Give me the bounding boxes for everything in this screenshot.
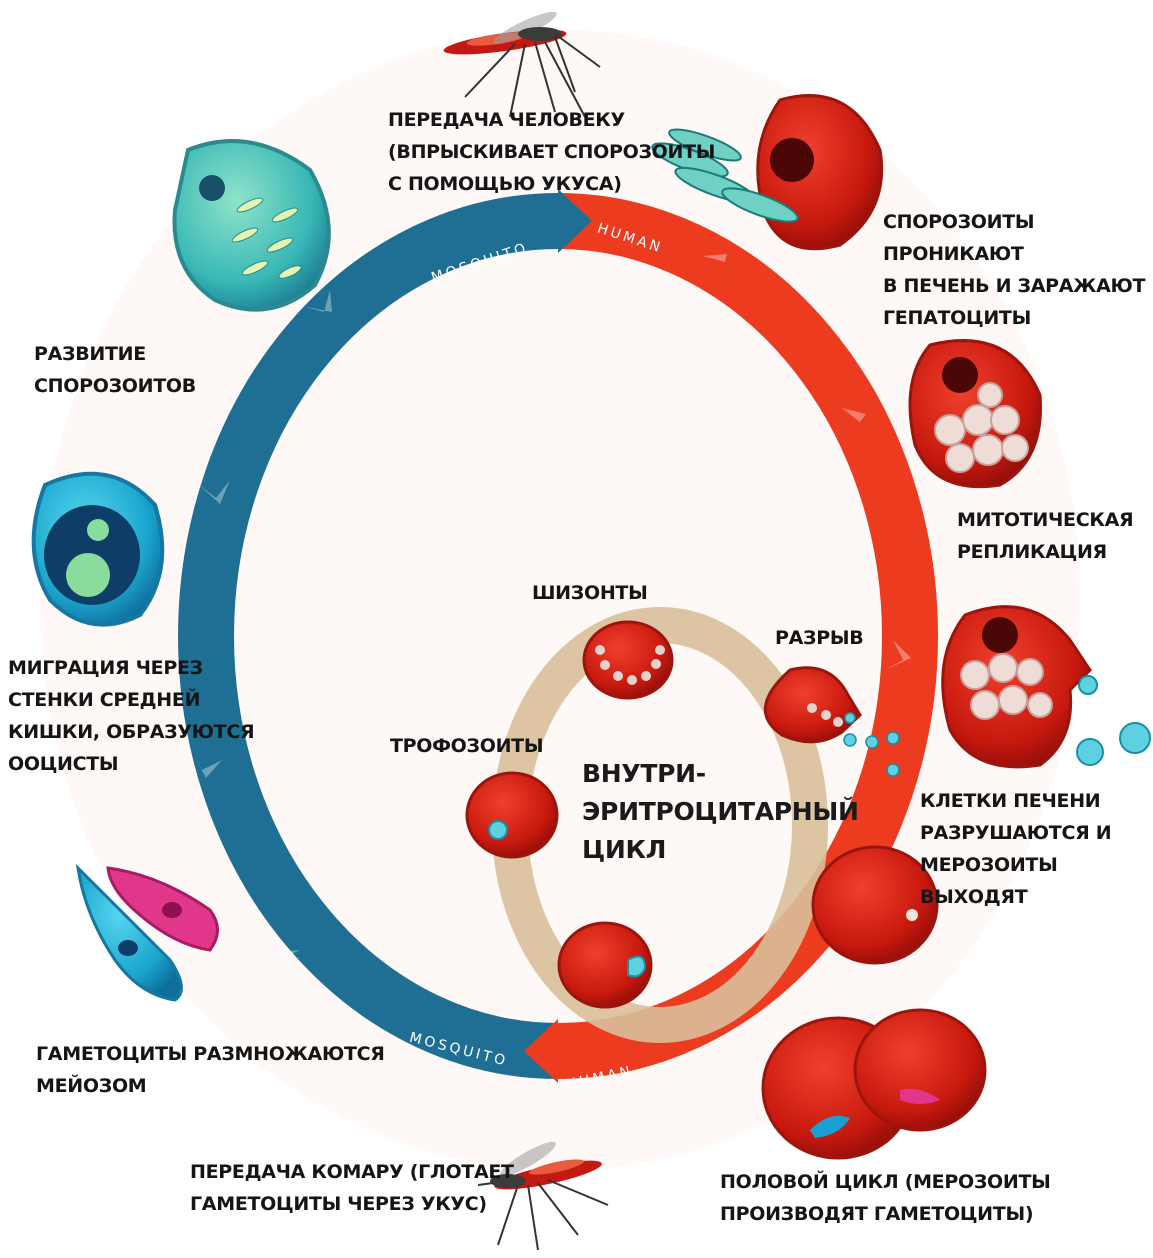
label-midgut-migration: МИГРАЦИЯ ЧЕРЕЗ СТЕНКИ СРЕДНЕЙ КИШКИ, ОБР… [8, 652, 254, 780]
label-sporozoite-development: РАЗВИТИЕ СПОРОЗОИТОВ [34, 338, 196, 402]
label-gametocytes-meiosis: ГАМЕТОЦИТЫ РАЗМНОЖАЮТСЯ МЕЙОЗОМ [36, 1038, 385, 1102]
red-blood-cell-icon [763, 1010, 985, 1158]
red-blood-cell-icon [467, 773, 557, 857]
label-mitotic-replication: МИТОТИЧЕСКАЯ РЕПЛИКАЦИЯ [957, 504, 1133, 568]
label-sexual-cycle: ПОЛОВОЙ ЦИКЛ (МЕРОЗОИТЫ ПРОИЗВОДЯТ ГАМЕТ… [720, 1166, 1051, 1230]
liver-cell-icon [910, 341, 1041, 487]
label-sporozoites-infect-liver: СПОРОЗОИТЫ ПРОНИКАЮТ В ПЕЧЕНЬ И ЗАРАЖАЮТ… [883, 206, 1153, 334]
oocyst-icon [34, 474, 163, 625]
label-liver-cells-rupture: КЛЕТКИ ПЕЧЕНИ РАЗРУШАЮТСЯ И МЕРОЗОИТЫ ВЫ… [920, 785, 1153, 913]
liver-cell-icon [943, 607, 1150, 767]
label-trophozoites: ТРОФОЗОИТЫ [390, 730, 543, 762]
label-rupture: РАЗРЫВ [775, 622, 863, 654]
label-inner-cycle-title: ВНУТРИ- ЭРИТРОЦИТАРНЫЙ ЦИКЛ [582, 755, 859, 869]
label-transmission-to-human: ПЕРЕДАЧА ЧЕЛОВЕКУ (ВПРЫСКИВАЕТ СПОРОЗОИТ… [388, 104, 715, 200]
red-blood-cell-icon [559, 923, 651, 1007]
label-schizonts: ШИЗОНТЫ [532, 577, 647, 609]
label-transmission-to-mosquito: ПЕРЕДАЧА КОМАРУ (ГЛОТАЕТ ГАМЕТОЦИТЫ ЧЕРЕ… [190, 1156, 514, 1220]
red-blood-cell-icon [584, 622, 672, 698]
oocyst-icon [175, 141, 329, 310]
